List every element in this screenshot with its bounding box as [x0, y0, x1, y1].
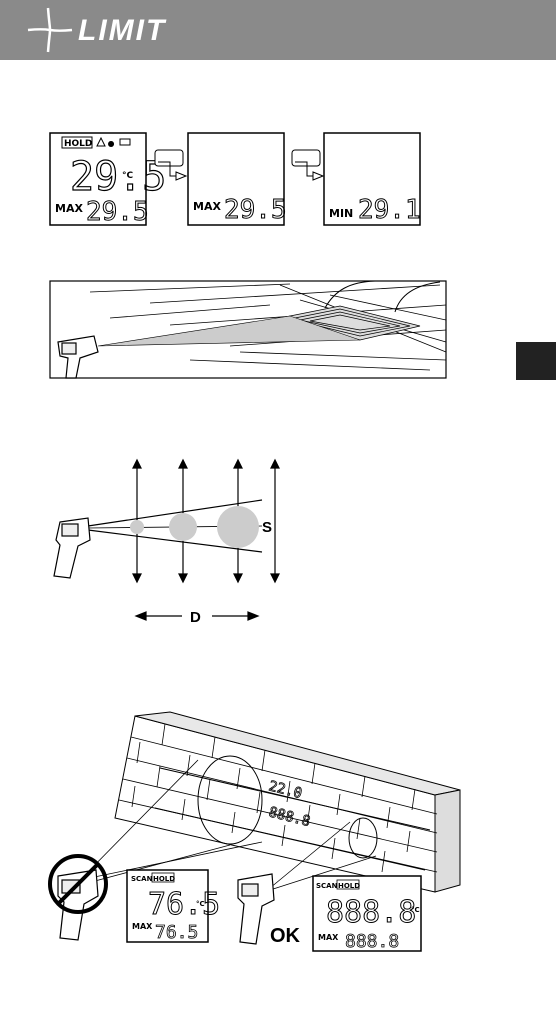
- svg-text:76.5: 76.5: [155, 922, 198, 943]
- thermometer-bad-icon: [58, 870, 98, 940]
- svg-text:°C: °C: [196, 900, 205, 908]
- brick-wall: [115, 712, 460, 892]
- svg-text:HOLD: HOLD: [338, 882, 360, 890]
- svg-text:SCAN: SCAN: [131, 875, 153, 883]
- svg-text:°C: °C: [411, 906, 420, 914]
- ok-reading: 888.8: [326, 895, 416, 930]
- svg-text:SCAN: SCAN: [316, 882, 338, 890]
- svg-text:888.8: 888.8: [345, 931, 399, 952]
- thermometer-ok-icon: [238, 874, 274, 944]
- lcd-screen-ok: SCAN HOLD 888.8 °C MAX 888.8: [313, 876, 421, 952]
- svg-text:MAX: MAX: [318, 933, 339, 942]
- lcd-screen-bad: SCAN HOLD 76.5 °C MAX 76.5: [127, 870, 220, 943]
- ok-label: OK: [270, 925, 301, 947]
- bad-reading: 76.5: [148, 887, 220, 922]
- svg-text:MAX: MAX: [132, 922, 153, 931]
- svg-text:HOLD: HOLD: [153, 875, 175, 883]
